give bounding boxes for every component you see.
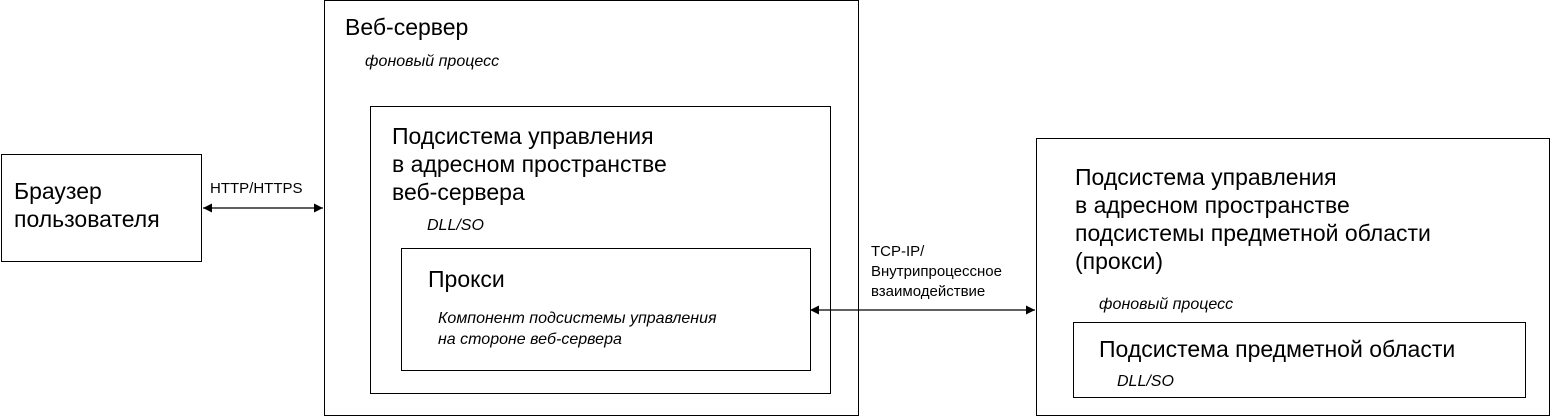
- domain-subsystem-title: Подсистема предметной области: [1099, 336, 1456, 362]
- web-server-subtitle: фоновый процесс: [365, 53, 500, 70]
- proxy-subtitle: Компонент подсистемы управления на сторо…: [438, 310, 717, 348]
- tcp-label: TCP-IP/ Внутрипроцессное взаимодействие: [871, 243, 1002, 300]
- web-server-title: Веб-сервер: [345, 14, 469, 40]
- http-label: HTTP/HTTPS: [210, 180, 303, 197]
- domain-host-title: Подсистема управления в адресном простра…: [1075, 164, 1431, 274]
- proxy-box: Прокси Компонент подсистемы управления н…: [401, 248, 811, 371]
- mgmt-subsystem-title: Подсистема управления в адресном простра…: [392, 123, 667, 205]
- mgmt-subsystem-box: Подсистема управления в адресном простра…: [370, 106, 831, 394]
- domain-host-box: Подсистема управления в адресном простра…: [1036, 138, 1550, 416]
- mgmt-subsystem-subtitle: DLL/SO: [427, 217, 484, 234]
- proxy-title: Прокси: [428, 266, 505, 292]
- browser-box: Браузер пользователя: [1, 154, 202, 262]
- browser-title: Браузер пользователя: [14, 178, 160, 232]
- domain-subsystem-subtitle: DLL/SO: [1117, 373, 1174, 390]
- domain-host-subtitle: фоновый процесс: [1099, 296, 1234, 313]
- web-server-box: Веб-сервер фоновый процесс Подсистема уп…: [324, 0, 859, 416]
- domain-subsystem-box: Подсистема предметной области DLL/SO: [1073, 322, 1526, 398]
